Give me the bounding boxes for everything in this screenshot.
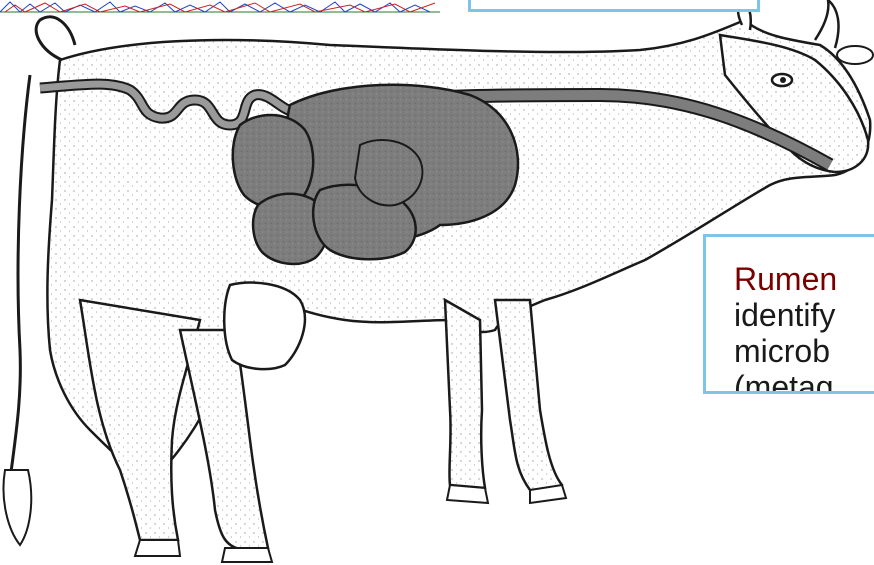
organ-lobe: [355, 140, 422, 205]
cow-pupil: [780, 77, 786, 83]
cow-ear: [837, 46, 873, 64]
tail-tuft: [3, 470, 31, 545]
callout-title: Rumen: [734, 261, 874, 297]
cow-hoof: [447, 485, 488, 503]
callout-line: microb: [734, 333, 874, 369]
cow-front-leg-1: [445, 300, 485, 488]
rumen-callout-box: Rumen identify microb (metag: [703, 234, 874, 394]
cow-front-leg-2: [495, 300, 562, 493]
top-callout-box: [468, 0, 760, 12]
cow-horn-right: [815, 0, 839, 48]
cow-udder: [224, 283, 305, 370]
callout-line: (metag: [734, 369, 874, 394]
sequencing-trace: [0, 0, 440, 14]
cow-hoof: [222, 548, 272, 562]
callout-line: identify: [734, 297, 874, 333]
cow-hoof: [135, 540, 180, 556]
